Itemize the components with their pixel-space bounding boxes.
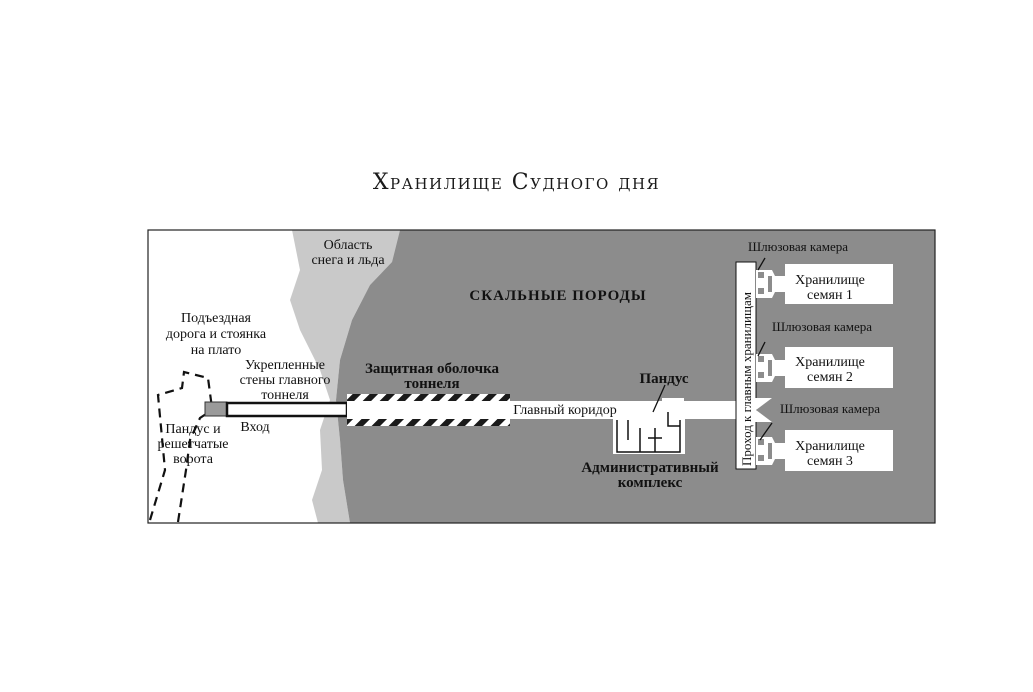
label-access-road-2: дорога и стоянка [166, 327, 267, 342]
passage-junction [742, 398, 772, 422]
label-access-road-3: на плато [191, 343, 241, 358]
label-vault-2-line2: семян 2 [807, 370, 853, 385]
label-reinforced-2: стены главного [240, 373, 331, 388]
access-road-path-2 [176, 409, 213, 523]
label-vault-3-line1: Хранилище [795, 439, 865, 454]
label-reinforced-1: Укрепленные [245, 358, 325, 373]
label-tunnel-shell-1: Защитная оболочка [365, 361, 500, 377]
label-ramp: Пандус [639, 371, 688, 387]
admin-complex [613, 398, 685, 454]
tunnel-shell-inner [347, 401, 510, 419]
vault-3-group [756, 430, 893, 471]
label-entrance: Вход [240, 420, 269, 435]
label-rock: СКАЛЬНЫЕ ПОРОДЫ [469, 288, 646, 304]
diagram-frame [147, 229, 936, 524]
label-airlock-3: Шлюзовая камера [780, 401, 880, 416]
label-admin-1: Административный [581, 460, 719, 476]
label-snow-ice-1: Область [324, 238, 373, 253]
tunnel-shell-bottom [347, 419, 510, 426]
vault-1-group [756, 264, 893, 304]
label-ramp-gates-1: Пандус и [165, 422, 221, 437]
entrance-block [204, 401, 228, 417]
label-passage: Проход к главным хранилищам [739, 292, 754, 466]
label-airlock-2: Шлюзовая камера [772, 319, 872, 334]
label-vault-3-line2: семян 3 [807, 454, 853, 469]
label-snow-ice-2: снега и льда [311, 253, 385, 268]
snow-ice-area [290, 230, 400, 523]
diagram-title: Хранилище Судного дня [372, 170, 661, 195]
label-admin-2: комплекс [618, 475, 683, 491]
access-road-path [148, 370, 214, 521]
reinforced-tunnel [225, 401, 349, 418]
label-ramp-gates-2: решетчатые [158, 437, 229, 452]
label-vault-2-line1: Хранилище [795, 355, 865, 370]
label-access-road-1: Подъездная [181, 311, 252, 326]
label-airlock-1: Шлюзовая камера [748, 239, 848, 254]
leader-lines [652, 257, 773, 441]
label-vault-1-line1: Хранилище [795, 273, 865, 288]
label-main-corridor: Главный коридор [513, 403, 616, 418]
label-tunnel-shell-2: тоннеля [404, 376, 459, 392]
label-reinforced-3: тоннеля [261, 388, 309, 403]
vault-2-group [756, 347, 893, 388]
label-vault-1-line2: семян 1 [807, 288, 853, 303]
label-ramp-gates-3: ворота [173, 452, 214, 467]
tunnel-shell-top [347, 394, 510, 401]
